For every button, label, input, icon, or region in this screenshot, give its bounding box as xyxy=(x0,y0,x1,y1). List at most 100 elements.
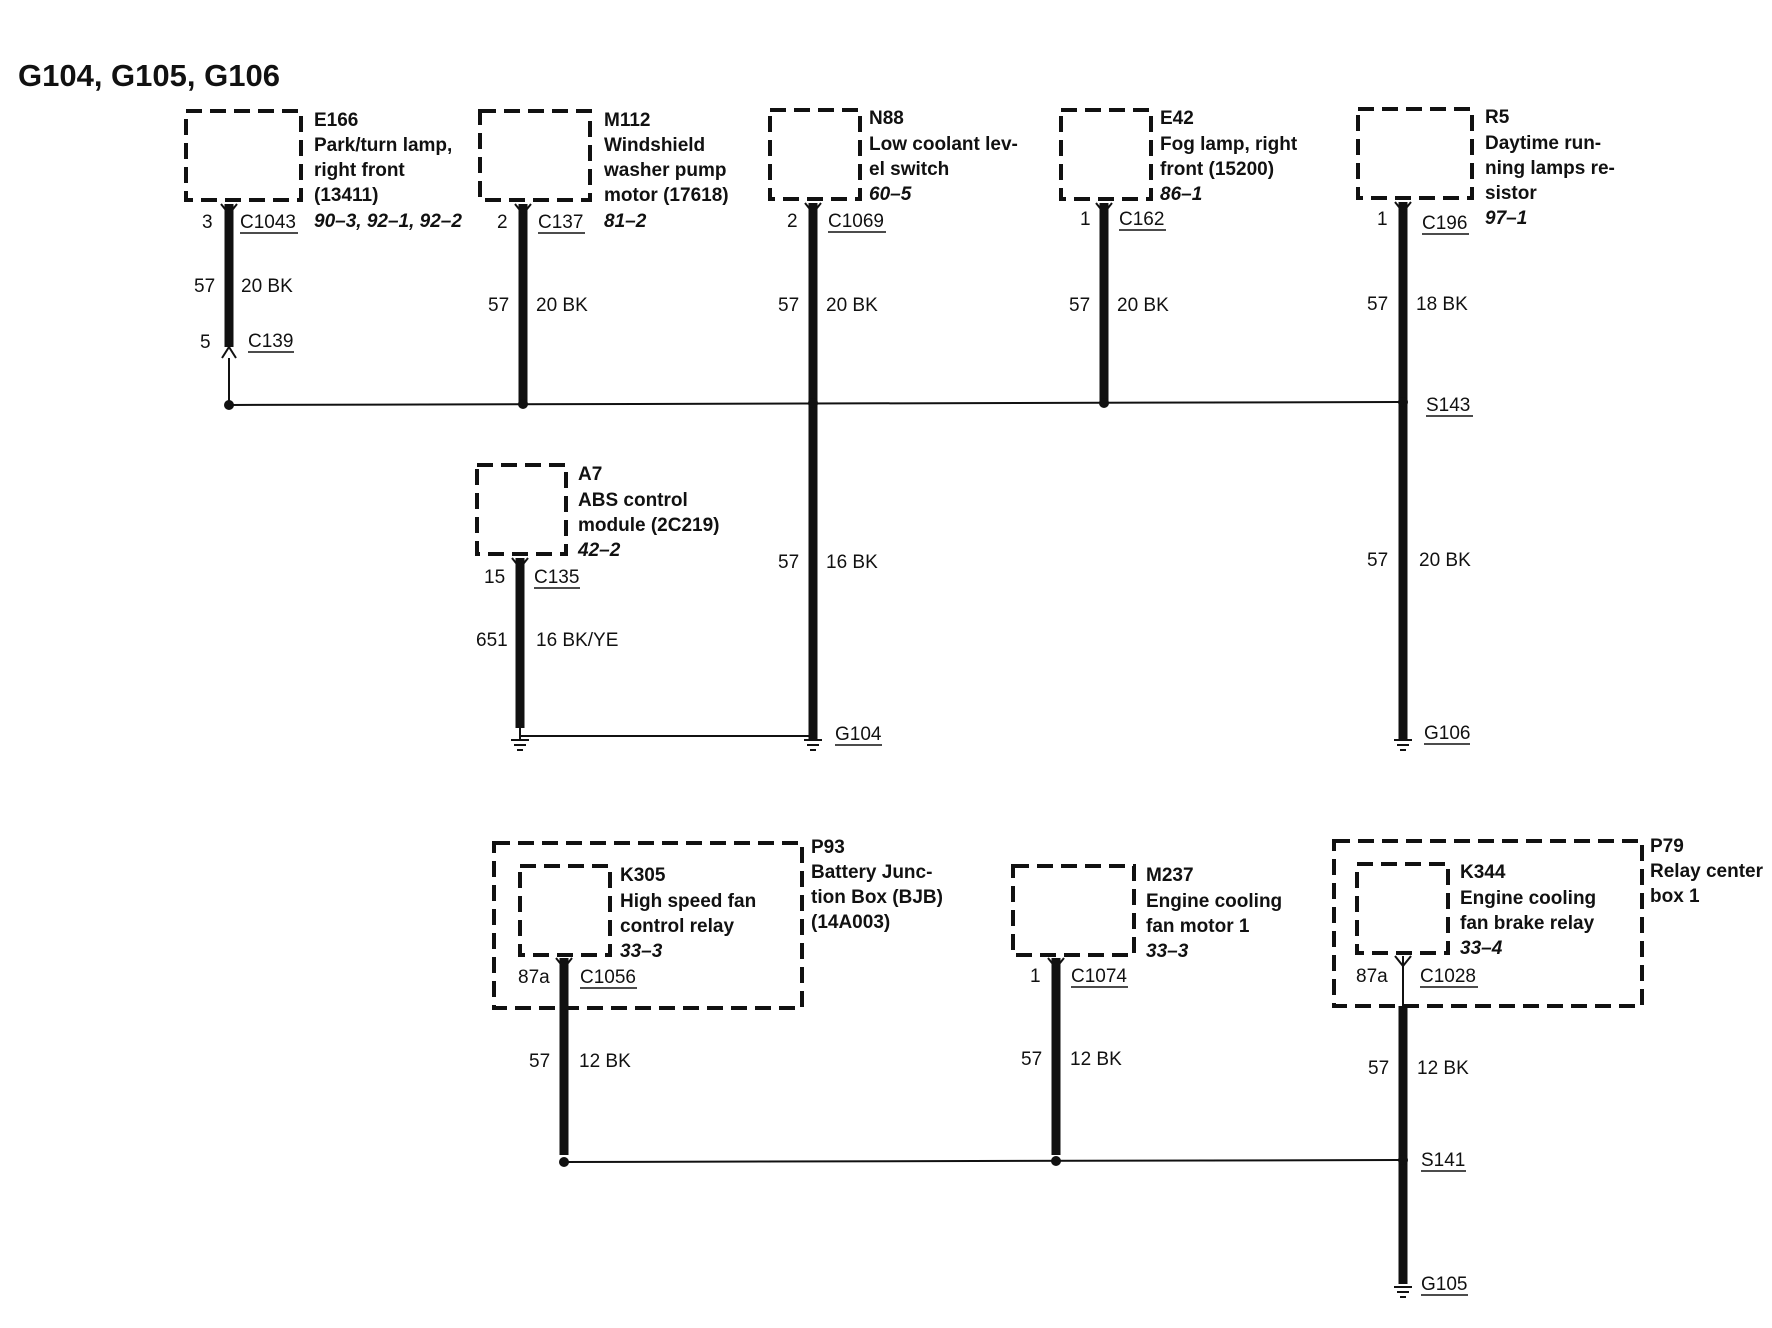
component-m237: M237 Engine cooling fan motor 1 33–3 xyxy=(1011,864,1282,962)
m237-desc-1: Engine cooling xyxy=(1146,891,1282,912)
k344-desc-1: Engine cooling xyxy=(1460,888,1596,909)
ground-g106-label: G106 xyxy=(1424,723,1470,744)
e42-desc-2: front (15200) xyxy=(1160,159,1274,180)
c162-label: C162 xyxy=(1119,209,1164,230)
component-m112: M112 Windshield washer pump motor (17618… xyxy=(478,109,729,232)
p93-box xyxy=(492,841,804,1010)
c135-pin: 15 xyxy=(484,567,505,588)
p93-desc-1: Battery Junc- xyxy=(811,862,932,883)
r5-desc-2: ning lamps re- xyxy=(1485,158,1615,179)
c135-label: C135 xyxy=(534,567,579,588)
a7-desc-2: module (2C219) xyxy=(578,515,719,536)
wire-r5-spec: 18 BK xyxy=(1416,294,1468,315)
m112-desc-3: motor (17618) xyxy=(604,185,729,206)
k344-desc-2: fan brake relay xyxy=(1460,913,1595,934)
component-r5: R5 Daytime run- ning lamps re- sistor 97… xyxy=(1356,107,1615,229)
component-p79: P79 Relay center box 1 xyxy=(1332,836,1764,1008)
c1069-pin: 2 xyxy=(787,211,798,232)
wire-k305-spec: 12 BK xyxy=(579,1051,631,1072)
p79-desc-2: box 1 xyxy=(1650,886,1700,907)
k344-box xyxy=(1355,862,1450,955)
k305-box xyxy=(518,864,612,957)
c139-pin: 5 xyxy=(200,332,211,353)
c162-pin: 1 xyxy=(1080,209,1091,230)
c139-label: C139 xyxy=(248,331,293,352)
ground-g106-icon xyxy=(1394,739,1412,751)
p79-box xyxy=(1332,839,1644,1008)
c137-label: C137 xyxy=(538,212,583,233)
c196-label: C196 xyxy=(1422,213,1467,234)
wire-a7-spec: 16 BK/YE xyxy=(536,630,618,651)
component-e42: E42 Fog lamp, right front (15200) 86–1 xyxy=(1059,108,1298,205)
e42-ref: 86–1 xyxy=(1160,184,1202,205)
k305-id: K305 xyxy=(620,865,666,886)
c1069-label: C1069 xyxy=(828,211,884,232)
wire-e166-spec: 20 BK xyxy=(241,276,293,297)
component-e166: E166 Park/turn lamp, right front (13411)… xyxy=(184,109,462,232)
e166-desc-2: right front xyxy=(314,160,405,181)
ground-g104-icon xyxy=(804,739,822,751)
c1074-pin: 1 xyxy=(1030,966,1041,987)
k305-desc-2: control relay xyxy=(620,916,734,937)
n88-desc-1: Low coolant lev- xyxy=(869,134,1018,155)
k305-ref: 33–3 xyxy=(620,941,663,962)
c137-pin: 2 xyxy=(497,212,508,233)
wire-m237-circuit: 57 xyxy=(1021,1049,1042,1070)
n88-ref: 60–5 xyxy=(869,184,912,205)
ground-g104-label: G104 xyxy=(835,724,882,745)
component-p93: P93 Battery Junc- tion Box (BJB) (14A003… xyxy=(492,837,943,1010)
e166-desc-1: Park/turn lamp, xyxy=(314,135,452,156)
k344-ref: 33–4 xyxy=(1460,938,1503,959)
wire-m112-spec: 20 BK xyxy=(536,295,588,316)
wire-m237-spec: 12 BK xyxy=(1070,1049,1122,1070)
c1043-pin: 3 xyxy=(202,212,213,233)
c1056-pin: 87a xyxy=(518,967,550,988)
e42-desc-1: Fog lamp, right xyxy=(1160,134,1298,155)
ground-g105-label: G105 xyxy=(1421,1274,1467,1295)
wire-r5-circuit: 57 xyxy=(1367,294,1388,315)
splice-s143: S143 xyxy=(1426,395,1470,416)
p93-desc-3: (14A003) xyxy=(811,912,890,933)
wire-r5-lower-spec: 20 BK xyxy=(1419,550,1471,571)
ground-g105-icon xyxy=(1394,1286,1412,1298)
wire-n88-lower-circuit: 57 xyxy=(778,552,799,573)
ground-a7-icon xyxy=(511,728,529,751)
m237-id: M237 xyxy=(1146,865,1194,886)
wire-n88-lower-spec: 16 BK xyxy=(826,552,878,573)
bus-s141 xyxy=(563,1159,1404,1163)
n88-box xyxy=(768,108,862,201)
diagram-title: G104, G105, G106 xyxy=(18,58,280,93)
a7-desc-1: ABS control xyxy=(578,490,688,511)
wire-e166-circuit: 57 xyxy=(194,276,215,297)
e166-id: E166 xyxy=(314,110,358,131)
m112-id: M112 xyxy=(604,110,650,131)
wire-e42-spec: 20 BK xyxy=(1117,295,1169,316)
k305-desc-1: High speed fan xyxy=(620,891,756,912)
p79-desc-1: Relay center xyxy=(1650,861,1764,882)
a7-box xyxy=(475,463,568,556)
a7-ref: 42–2 xyxy=(577,540,621,561)
p93-desc-2: tion Box (BJB) xyxy=(811,887,943,908)
wire-r5-lower-circuit: 57 xyxy=(1367,550,1388,571)
e42-id: E42 xyxy=(1160,108,1194,129)
r5-desc-1: Daytime run- xyxy=(1485,133,1601,154)
m112-ref: 81–2 xyxy=(604,211,647,232)
c1043-label: C1043 xyxy=(240,212,296,233)
wire-k344-circuit: 57 xyxy=(1368,1058,1389,1079)
m237-desc-2: fan motor 1 xyxy=(1146,916,1250,937)
c1056-label: C1056 xyxy=(580,967,636,988)
m112-desc-1: Windshield xyxy=(604,135,705,156)
m112-box xyxy=(478,109,592,202)
e166-desc-3: (13411) xyxy=(314,185,378,206)
p93-id: P93 xyxy=(811,837,845,858)
c1028-label: C1028 xyxy=(1420,966,1476,987)
m237-box xyxy=(1011,864,1136,957)
wire-a7-circuit: 651 xyxy=(476,630,508,651)
n88-id: N88 xyxy=(869,108,904,129)
wire-m112-circuit: 57 xyxy=(488,295,509,316)
c1028-pin: 87a xyxy=(1356,966,1388,987)
p79-id: P79 xyxy=(1650,836,1684,857)
component-a7: A7 ABS control module (2C219) 42–2 xyxy=(475,463,719,561)
component-k305: K305 High speed fan control relay 33–3 xyxy=(518,864,756,962)
